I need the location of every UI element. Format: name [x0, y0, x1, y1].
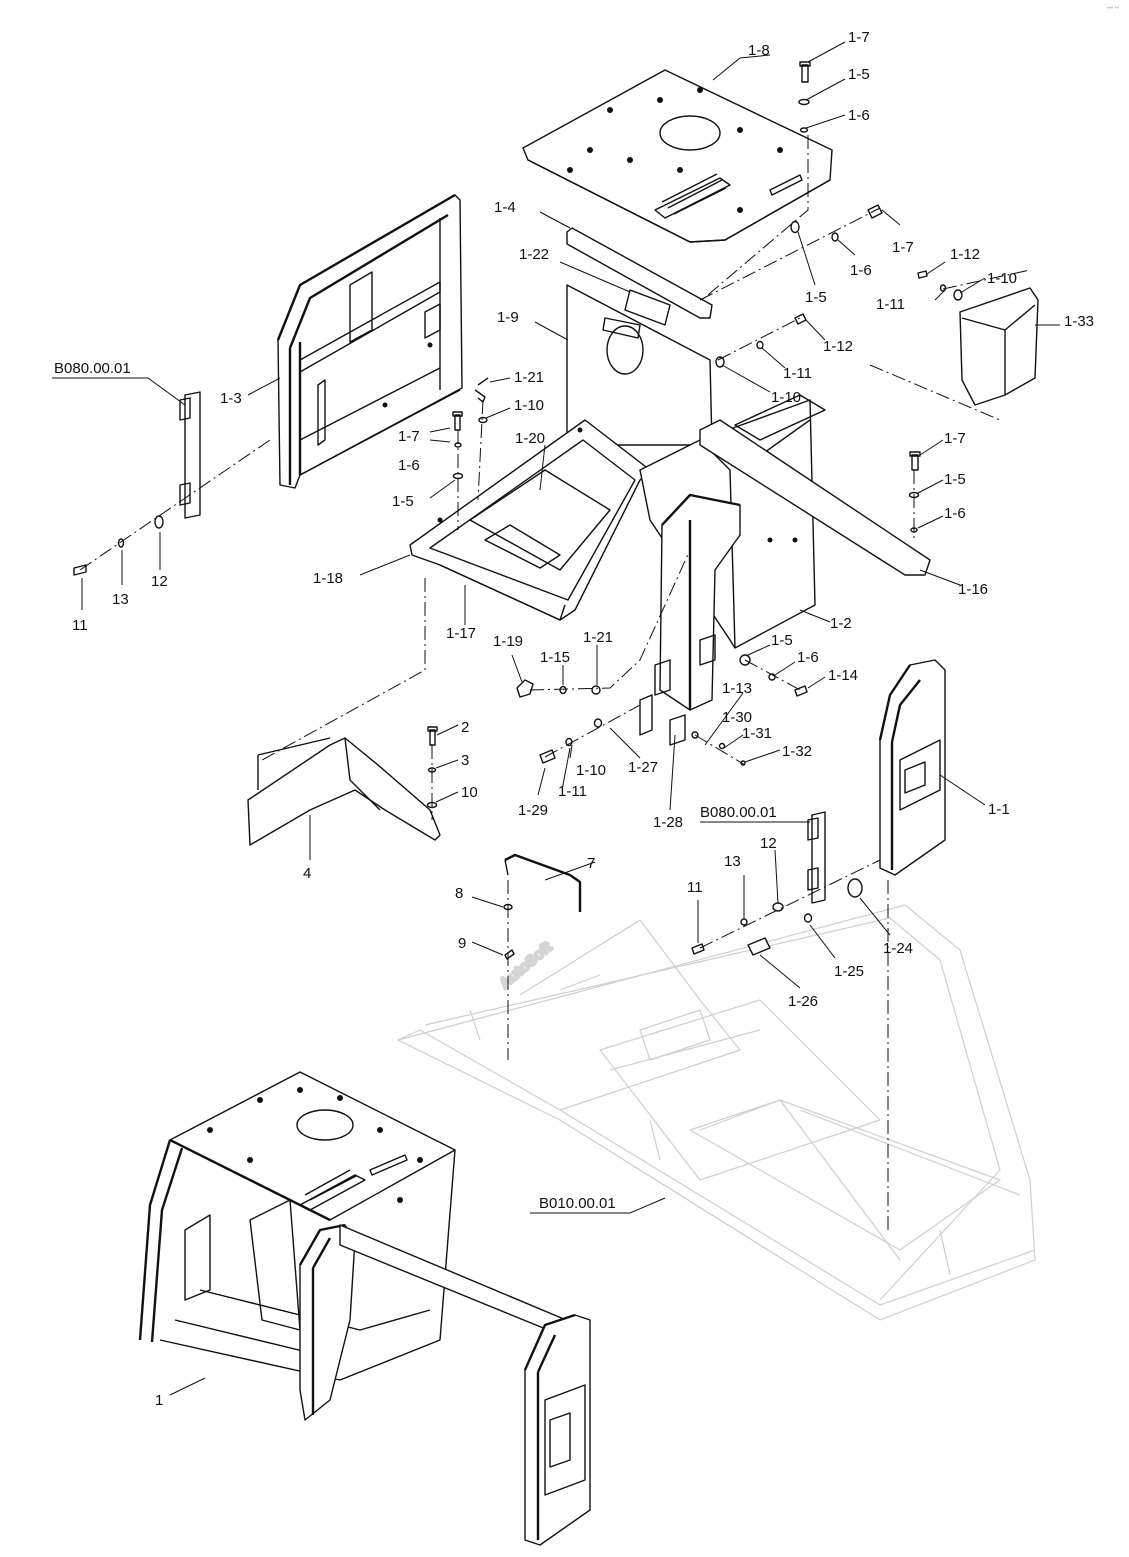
callout: 1-10: [576, 762, 606, 779]
callout: 1-26: [788, 993, 818, 1010]
base-frame-ghost: [397, 904, 1036, 1321]
callout: 1-2: [830, 615, 852, 632]
callout: 10: [461, 784, 478, 801]
cross-bar-assembly: [566, 227, 713, 326]
hinge-right: [807, 811, 826, 904]
callout: 11: [72, 617, 88, 634]
callout: 1-8: [748, 42, 770, 59]
callout: 1-6: [398, 457, 420, 474]
callout: 8: [455, 885, 463, 902]
hinge-left-ref: B080.00.01: [54, 360, 131, 377]
callout: 1-25: [834, 963, 864, 980]
callout: 1-22: [519, 246, 549, 263]
cross-beam: [699, 394, 931, 576]
callout: 1-5: [944, 471, 966, 488]
callout: 1-21: [583, 629, 613, 646]
callout: 1: [155, 1392, 163, 1409]
callout: 1-11: [558, 783, 587, 800]
callout: 1-7: [848, 29, 870, 46]
callout: 13: [724, 853, 741, 870]
callout: 1-14: [828, 667, 858, 684]
callout: 1-7: [398, 428, 420, 445]
callout: 1-6: [944, 505, 966, 522]
callout: 1-27: [628, 759, 658, 776]
callout-labels: 1-7 1-5 1-6 1-8 1-7 1-6 1-5 1-4 1-22 1-1…: [72, 29, 1094, 1409]
callout: 1-15: [540, 649, 570, 666]
callout: 13: [112, 591, 129, 608]
callout: 1-11: [876, 296, 905, 313]
callout: 1-33: [1064, 313, 1094, 330]
callout: 4: [303, 865, 311, 882]
base-frame-ref: B010.00.01: [539, 1195, 616, 1212]
callout: 7: [587, 855, 595, 872]
callout: 1-31: [742, 725, 772, 742]
watermark: AutoSoft: [496, 939, 555, 993]
callout: 1-21: [514, 369, 544, 386]
callout: 1-29: [518, 802, 548, 819]
callout: 1-6: [850, 262, 872, 279]
callout: 1-20: [515, 430, 545, 447]
leader-lines: [52, 41, 1060, 1396]
callout: 1-10: [987, 270, 1017, 287]
assembled-cab-frame: [138, 1071, 591, 1546]
callout: 1-32: [782, 743, 812, 760]
callout: 12: [151, 573, 168, 590]
callout: 9: [458, 935, 466, 952]
rod: [504, 853, 582, 912]
assembly-lines: [79, 135, 1031, 1230]
callout: 12: [760, 835, 777, 852]
callout: 1-5: [392, 493, 414, 510]
callout: 1-12: [950, 246, 980, 263]
callout: 1-28: [653, 814, 683, 831]
callout: 1-19: [493, 633, 523, 650]
hinge-right-ref: B080.00.01: [700, 804, 777, 821]
left-side-frame: [276, 193, 463, 489]
lower-side-panel: [247, 737, 441, 846]
callout: 1-5: [771, 632, 793, 649]
callout: 1-6: [797, 649, 819, 666]
hinge-left: [179, 391, 201, 519]
callout: 1-4: [494, 199, 516, 216]
callout: 1-9: [497, 309, 519, 326]
top-plate: [522, 69, 833, 243]
callout: 1-10: [771, 389, 801, 406]
callout: 1-3: [220, 390, 242, 407]
cover-bracket: [959, 287, 1039, 406]
callout: 1-24: [883, 940, 913, 957]
back-panel: [566, 284, 713, 446]
callout: 1-11: [783, 365, 812, 382]
reference-labels: B080.00.01 B080.00.01 B010.00.01: [54, 360, 777, 1212]
callout: 1-16: [958, 581, 988, 598]
corner-mark: ••• ••: [1106, 6, 1119, 12]
callout: 1-30: [722, 709, 752, 726]
right-post: [878, 659, 946, 876]
callout: 1-7: [944, 430, 966, 447]
callout: 1-7: [892, 239, 914, 256]
callout: 1-1: [988, 801, 1010, 818]
fasteners: [73, 61, 963, 960]
callout: 1-5: [848, 66, 870, 83]
callout: 1-17: [446, 625, 476, 642]
callout: 1-6: [848, 107, 870, 124]
callout: 1-5: [805, 289, 827, 306]
callout: 3: [461, 752, 469, 769]
callout: 11: [687, 879, 703, 896]
callout: 1-18: [313, 570, 343, 587]
callout: 2: [461, 719, 469, 736]
callout: 1-10: [514, 397, 544, 414]
callout: 1-13: [722, 680, 752, 697]
floor-plate: [409, 419, 651, 621]
callout: 1-12: [823, 338, 853, 355]
